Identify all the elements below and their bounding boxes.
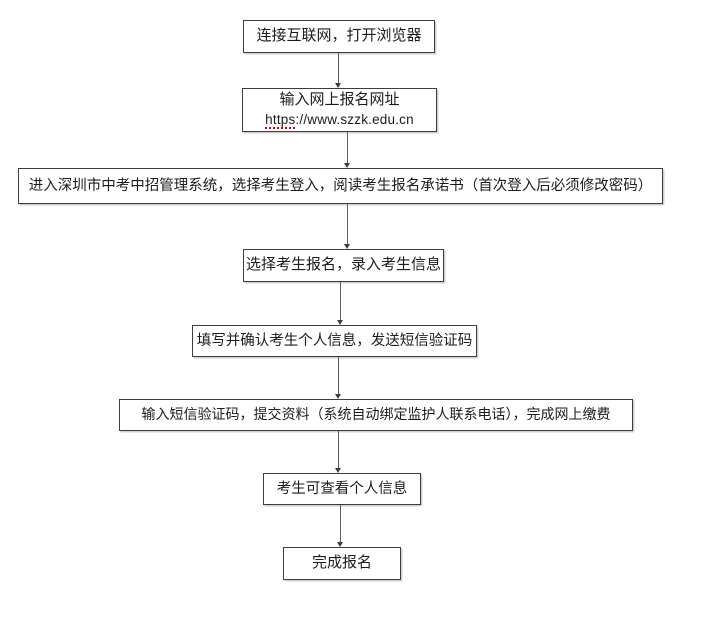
- step-submit-pay-label: 输入短信验证码，提交资料（系统自动绑定监护人联系电话），完成网上缴费: [141, 406, 611, 423]
- flow-connector-5: [335, 357, 341, 399]
- flow-connector-4: [337, 282, 343, 325]
- step-submit-pay: 输入短信验证码，提交资料（系统自动绑定监护人联系电话），完成网上缴费: [119, 399, 633, 431]
- step-enter-url-label: 输入网上报名网址: [279, 91, 400, 109]
- step-open-browser-label: 连接互联网，打开浏览器: [256, 27, 422, 45]
- step-enter-url: 输入网上报名网址 https://www.szzk.edu.cn: [242, 88, 437, 132]
- step-select-register-label: 选择考生报名，录入考生信息: [245, 256, 441, 274]
- step-finish-label: 完成报名: [311, 554, 372, 572]
- step-fill-info: 填写并确认考生个人信息，发送短信验证码: [192, 325, 477, 357]
- step-select-register: 选择考生报名，录入考生信息: [243, 249, 444, 282]
- step-finish: 完成报名: [283, 547, 401, 580]
- registration-url: https://www.szzk.edu.cn: [265, 111, 414, 129]
- step-login-system: 进入深圳市中考中招管理系统，选择考生登入，阅读考生报名承诺书（首次登入后必须修改…: [18, 168, 663, 204]
- registration-url-rest: ://www.szzk.edu.cn: [295, 111, 414, 127]
- step-view-info: 考生可查看个人信息: [263, 473, 421, 505]
- step-open-browser: 连接互联网，打开浏览器: [243, 20, 435, 53]
- flow-connector-3: [344, 204, 350, 249]
- step-view-info-label: 考生可查看个人信息: [276, 480, 408, 497]
- flow-connector-2: [344, 132, 350, 168]
- step-login-system-label: 进入深圳市中考中招管理系统，选择考生登入，阅读考生报名承诺书（首次登入后必须修改…: [28, 177, 653, 194]
- registration-url-prefix: https: [265, 111, 296, 129]
- step-fill-info-label: 填写并确认考生个人信息，发送短信验证码: [196, 332, 473, 349]
- flow-connector-1: [335, 53, 341, 88]
- flow-connector-6: [335, 431, 341, 473]
- flow-connector-7: [337, 505, 343, 547]
